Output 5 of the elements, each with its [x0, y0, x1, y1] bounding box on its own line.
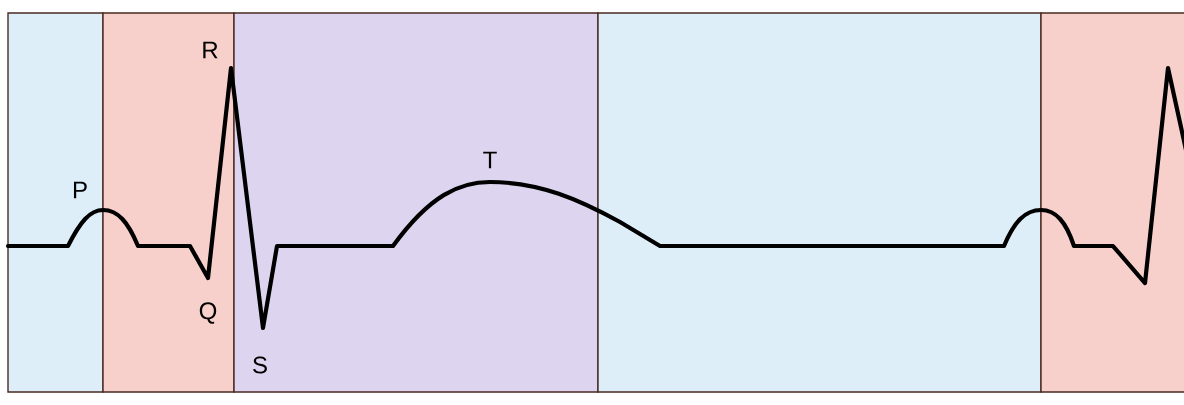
wave-label: Q — [199, 302, 217, 324]
wave-label: R — [203, 41, 218, 59]
wave-label: T — [483, 151, 497, 169]
wave-label: P — [74, 181, 87, 199]
wave-label: S — [253, 356, 267, 374]
